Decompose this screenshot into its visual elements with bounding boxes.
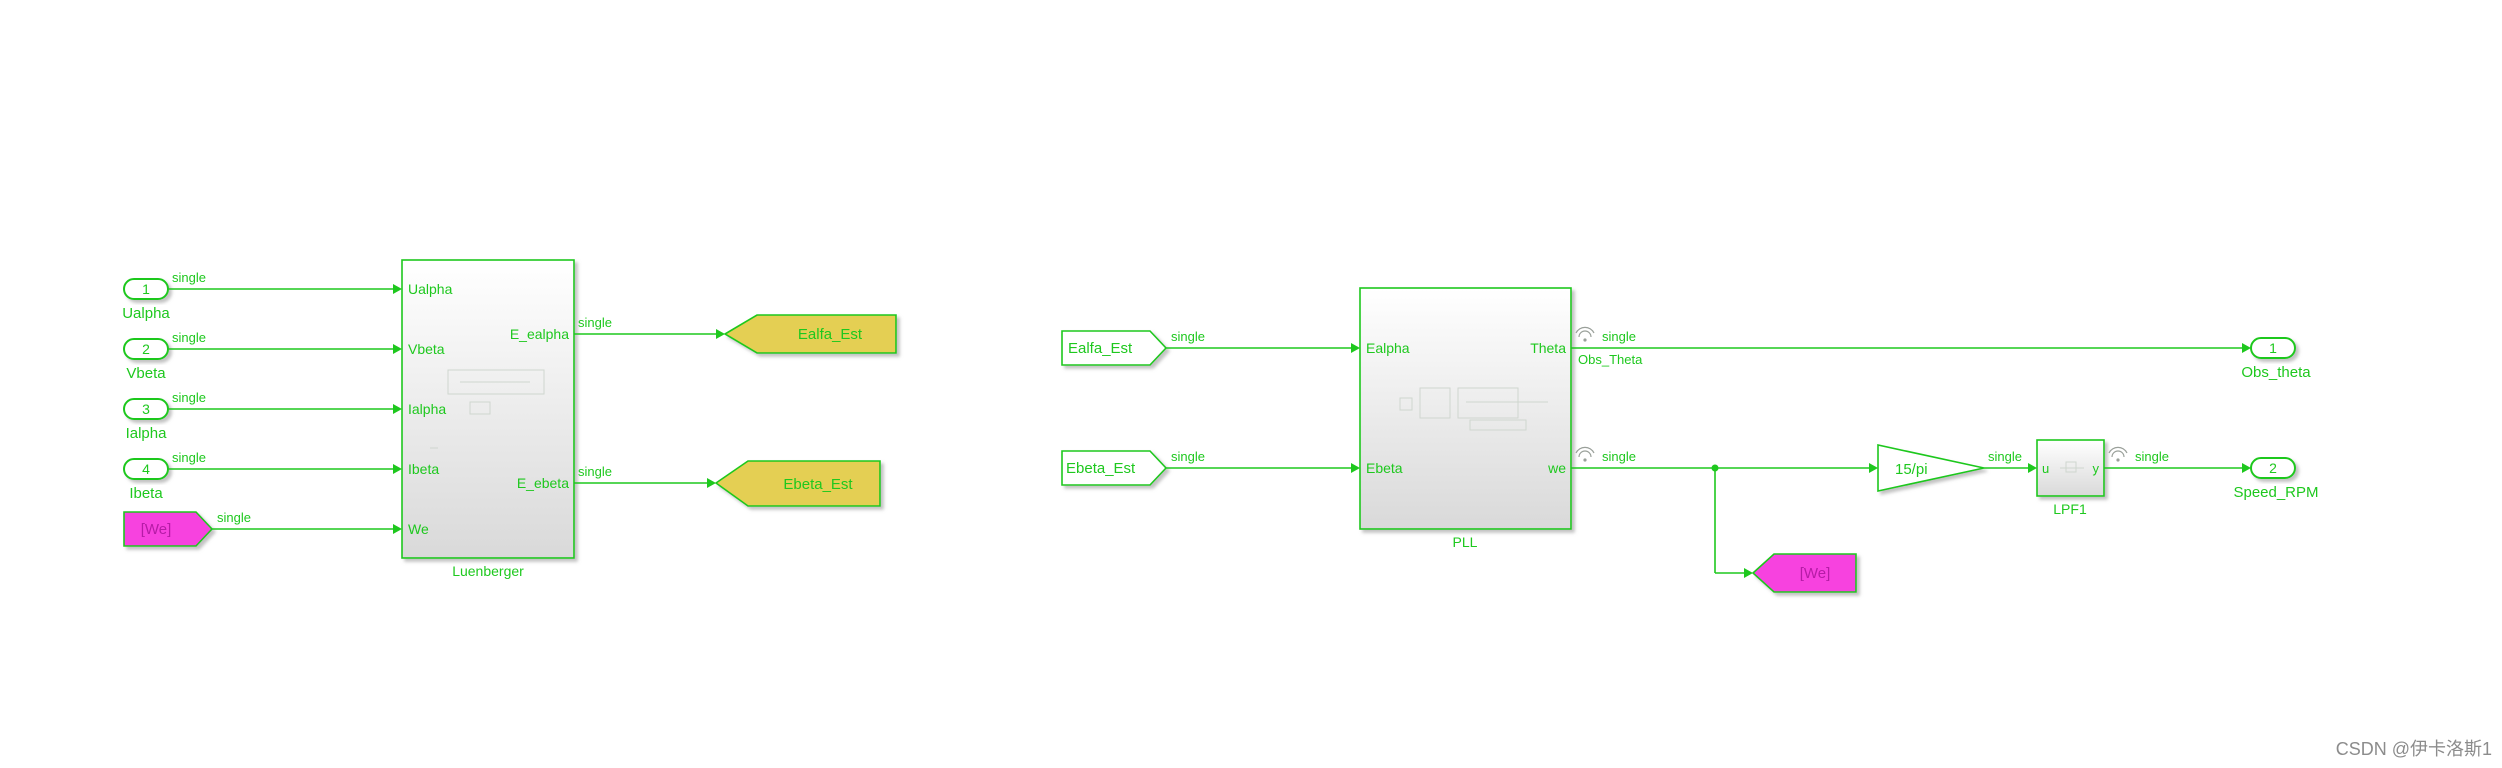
- signal-type-label: single: [172, 390, 206, 405]
- subsystem-thumbnail: [2060, 461, 2084, 473]
- lpf1-name: LPF1: [2053, 501, 2087, 517]
- gain-block[interactable]: 15/pi: [1877, 444, 1985, 492]
- signal-ibeta[interactable]: single: [168, 450, 402, 474]
- port-label-e-ealpha: E_ealpha: [510, 326, 569, 342]
- port-label-ibeta: Ibeta: [408, 461, 439, 477]
- signal-ebeta[interactable]: single: [1166, 449, 1360, 473]
- port-label-we: we: [1547, 460, 1566, 476]
- goto-ebeta-est[interactable]: Ebeta_Est: [714, 460, 881, 507]
- inport-name: Ualpha: [122, 305, 170, 322]
- from-we-block[interactable]: [We]: [123, 511, 214, 547]
- signal-name-label: Obs_Theta: [1578, 352, 1643, 367]
- signal-ialpha[interactable]: single: [168, 390, 402, 414]
- port-label-ebeta: Ebeta: [1366, 460, 1403, 476]
- signal-type-label: single: [1171, 449, 1205, 464]
- signal-speed[interactable]: single: [2104, 446, 2251, 473]
- lpf1-block[interactable]: u y LPF1: [2036, 439, 2105, 517]
- inport-ualpha[interactable]: 1 Ualpha: [122, 278, 170, 322]
- port-label-y: y: [2093, 461, 2100, 476]
- goto-ealfa-label: Ealfa_Est: [798, 326, 863, 343]
- from-we-label: [We]: [141, 521, 172, 538]
- signal-type-label: single: [578, 464, 612, 479]
- inport-number: 2: [142, 341, 150, 357]
- outport-speed-rpm[interactable]: 2 Speed_RPM: [2233, 457, 2319, 501]
- signal-type-label: single: [2135, 449, 2169, 464]
- inport-name: Ialpha: [126, 425, 168, 442]
- signal-type-label: single: [172, 450, 206, 465]
- signal-theta[interactable]: single Obs_Theta: [1571, 326, 2251, 367]
- inport-name: Vbeta: [126, 365, 166, 382]
- watermark: CSDN @伊卡洛斯1: [2336, 739, 2492, 759]
- inport-vbeta[interactable]: 2 Vbeta: [123, 338, 169, 382]
- inport-number: 3: [142, 401, 150, 417]
- port-label-we: We: [408, 521, 429, 537]
- from-ealfa-est[interactable]: Ealfa_Est: [1061, 330, 1168, 366]
- goto-ebeta-label: Ebeta_Est: [783, 476, 853, 493]
- signal-type-label: single: [1602, 449, 1636, 464]
- signal-logging-icon: [1575, 446, 1595, 462]
- outport-name: Obs_theta: [2241, 364, 2311, 381]
- port-label-theta: Theta: [1530, 340, 1566, 356]
- inport-number: 1: [142, 281, 150, 297]
- from-ebeta-label: Ebeta_Est: [1066, 460, 1136, 477]
- goto-we-block[interactable]: [We]: [1751, 553, 1857, 593]
- signal-type-label: single: [1602, 329, 1636, 344]
- signal-e-ebeta[interactable]: single: [574, 464, 716, 488]
- from-ealfa-label: Ealfa_Est: [1068, 340, 1133, 357]
- outport-obs-theta[interactable]: 1 Obs_theta: [2241, 337, 2311, 381]
- signal-we-out[interactable]: single: [1571, 446, 1878, 578]
- signal-type-label: single: [172, 270, 206, 285]
- port-label-vbeta: Vbeta: [408, 341, 445, 357]
- inport-ibeta[interactable]: 4 Ibeta: [123, 458, 169, 502]
- luenberger-subsystem[interactable]: Ualpha Vbeta Ialpha Ibeta We E_ealpha E_…: [401, 259, 575, 579]
- port-label-e-ebeta: E_ebeta: [517, 475, 569, 491]
- pll-subsystem[interactable]: Ealpha Ebeta Theta we PLL: [1359, 287, 1572, 550]
- luenberger-name: Luenberger: [452, 563, 524, 579]
- signal-type-label: single: [217, 510, 251, 525]
- signal-logging-icon: [1575, 326, 1595, 342]
- signal-type-label: single: [1171, 329, 1205, 344]
- signal-ualpha[interactable]: single: [168, 270, 402, 294]
- inport-number: 4: [142, 461, 150, 477]
- signal-vbeta[interactable]: single: [168, 330, 402, 354]
- port-label-ialpha: Ialpha: [408, 401, 446, 417]
- signal-type-label: single: [1988, 449, 2022, 464]
- signal-ealpha[interactable]: single: [1166, 329, 1360, 353]
- goto-we-label: [We]: [1800, 565, 1831, 582]
- port-label-u: u: [2042, 461, 2049, 476]
- inport-ialpha[interactable]: 3 Ialpha: [123, 398, 169, 442]
- port-label-ealpha: Ealpha: [1366, 340, 1410, 356]
- gain-value: 15/pi: [1895, 461, 1928, 478]
- signal-logging-icon: [2108, 446, 2128, 462]
- signal-we[interactable]: single: [212, 510, 402, 534]
- outport-number: 2: [2269, 460, 2277, 476]
- signal-e-ealpha[interactable]: single: [574, 315, 725, 339]
- subsystem-thumbnail: [1399, 387, 1548, 431]
- signal-type-label: single: [172, 330, 206, 345]
- pll-name: PLL: [1453, 534, 1478, 550]
- inport-name: Ibeta: [129, 485, 163, 502]
- subsystem-thumbnail: [430, 369, 545, 449]
- from-ebeta-est[interactable]: Ebeta_Est: [1061, 450, 1168, 486]
- outport-number: 1: [2269, 340, 2277, 356]
- outport-name: Speed_RPM: [2233, 484, 2318, 501]
- goto-ealfa-est[interactable]: Ealfa_Est: [723, 314, 897, 354]
- port-label-ualpha: Ualpha: [408, 281, 453, 297]
- signal-type-label: single: [578, 315, 612, 330]
- signal-gain-out[interactable]: single: [1984, 449, 2037, 473]
